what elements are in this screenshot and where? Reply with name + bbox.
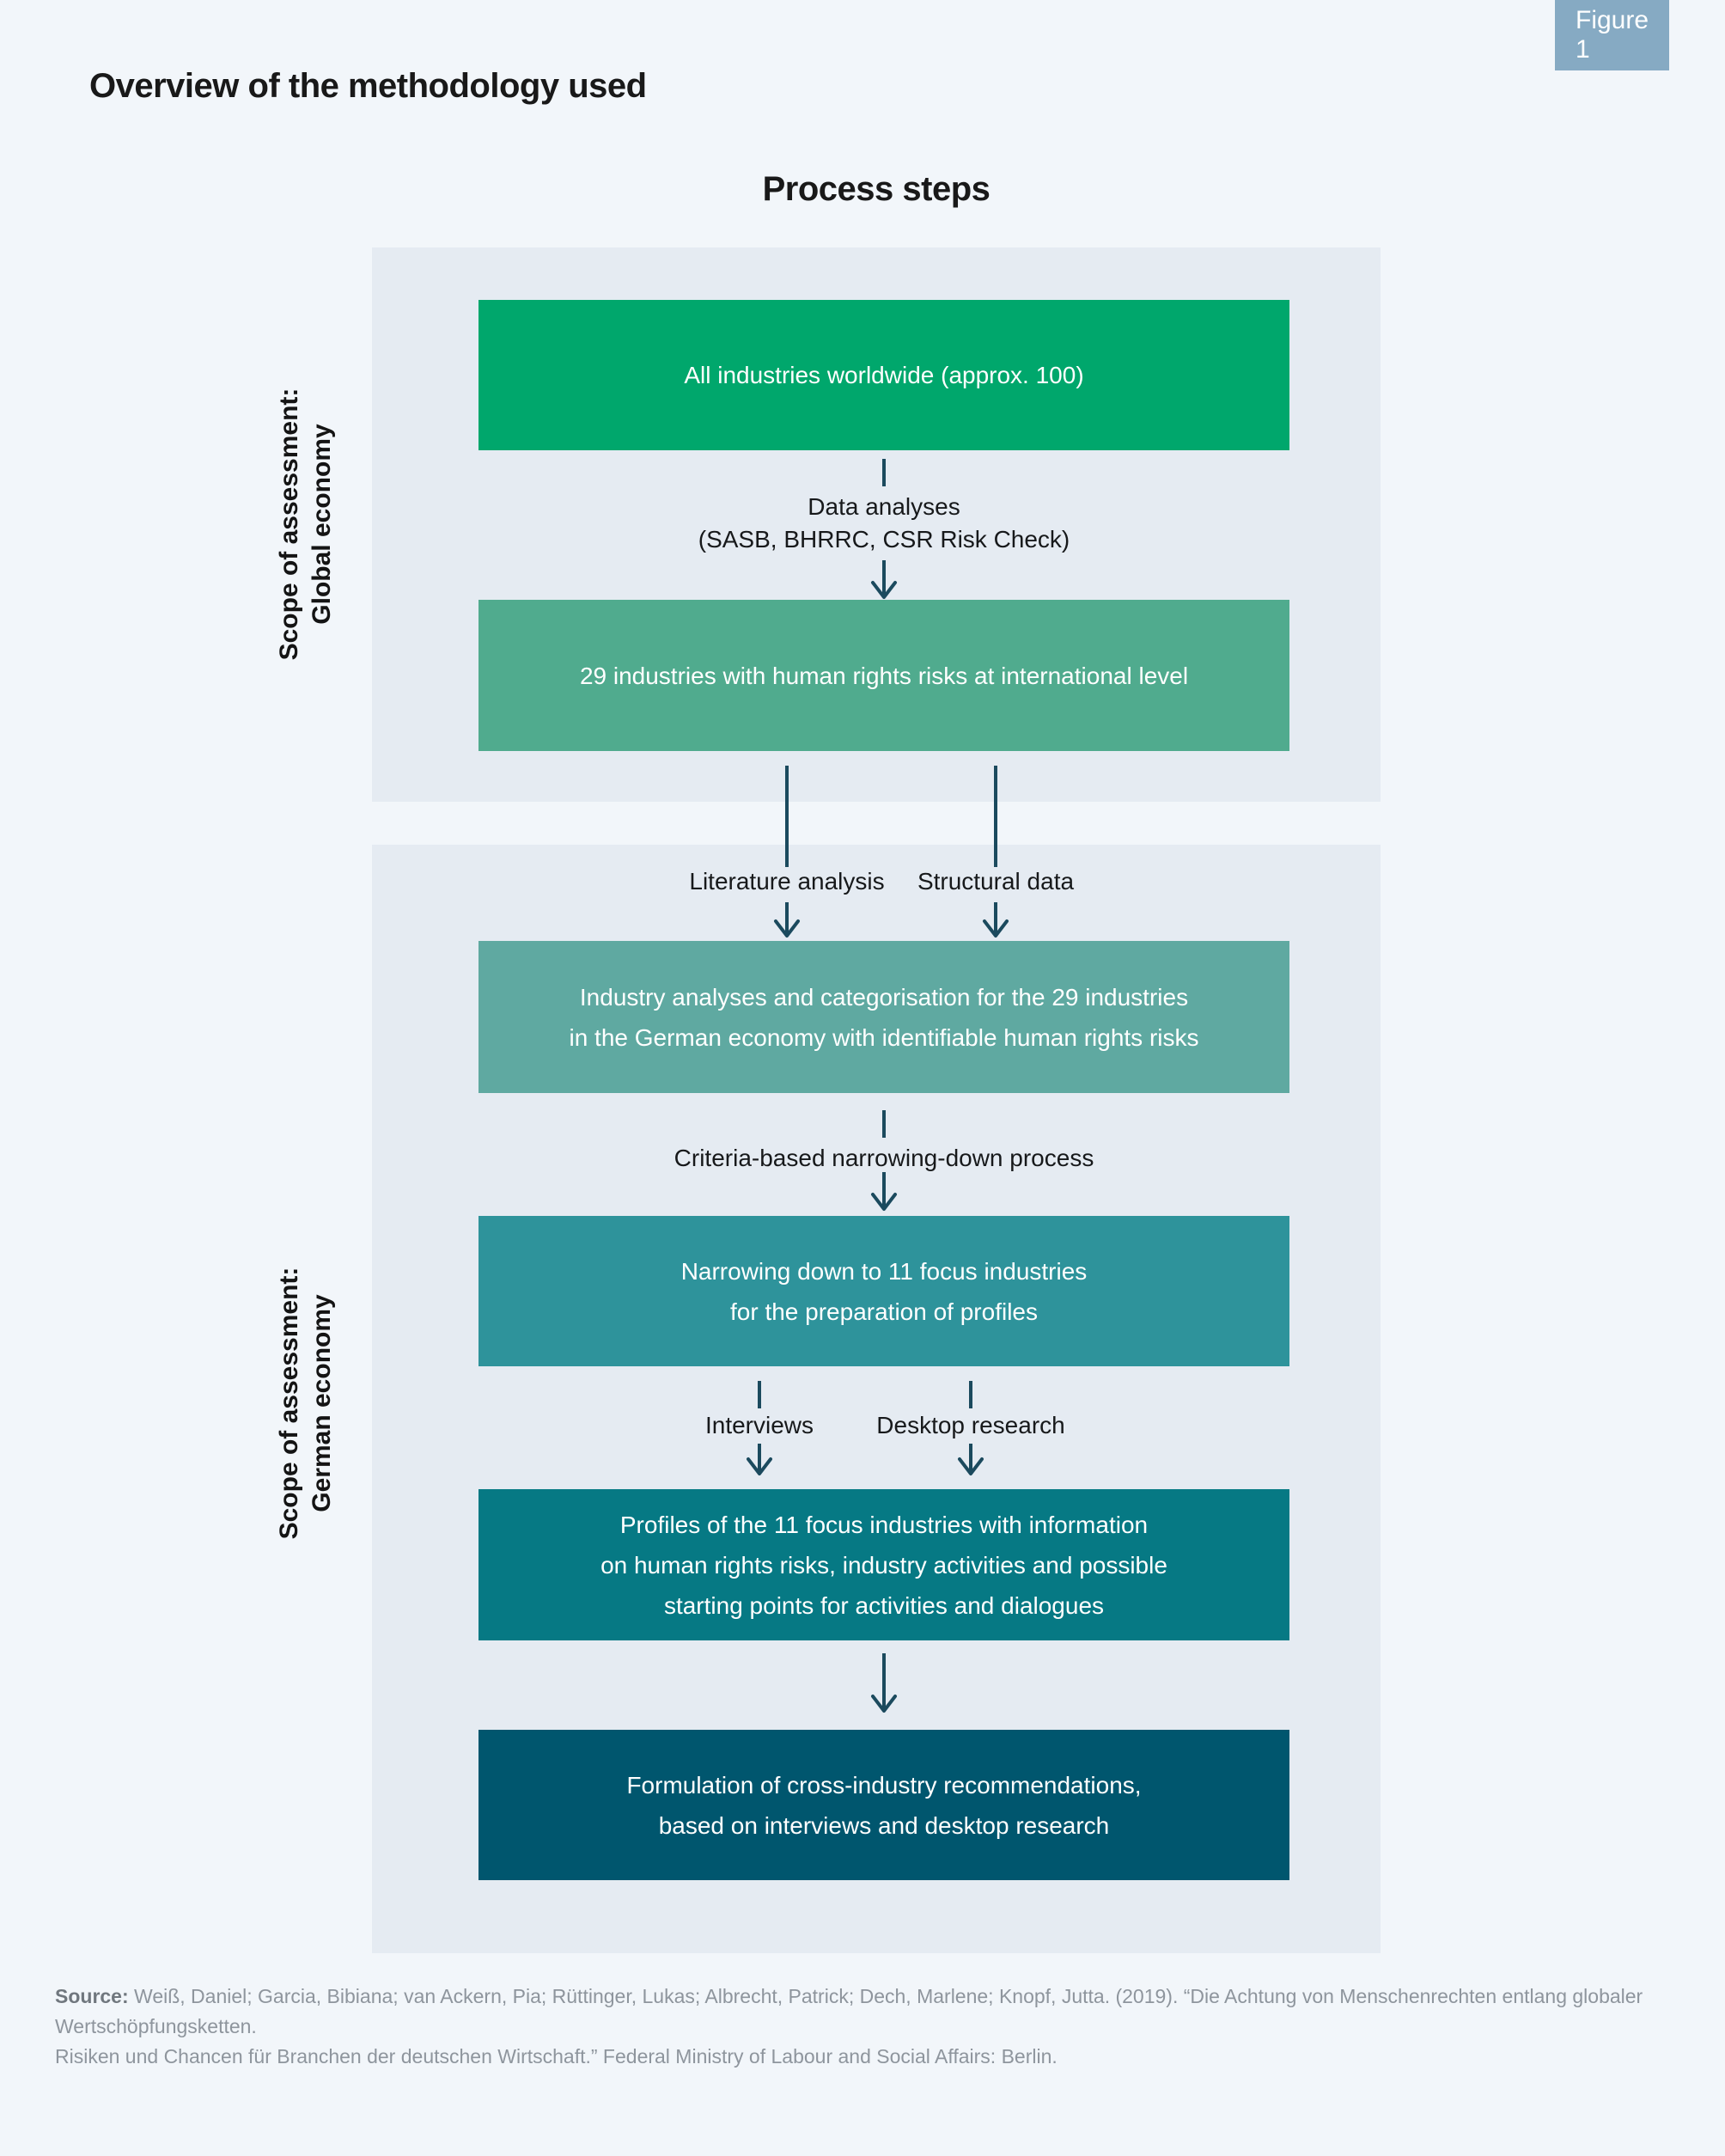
box-text-line: Formulation of cross-industry recommenda… xyxy=(626,1771,1142,1799)
box-text-line: for the preparation of profiles xyxy=(730,1298,1038,1325)
source-text-line: Risiken und Chancen für Branchen der deu… xyxy=(55,2045,1058,2067)
page-title: Overview of the methodology used xyxy=(89,67,647,105)
process-box-all-industries: All industries worldwide (approx. 100) xyxy=(478,300,1289,450)
connector-label-data-analyses-detail: (SASB, BHRRC, CSR Risk Check) xyxy=(698,526,1070,553)
diagram-heading: Process steps xyxy=(762,170,991,208)
panel-label-line: Global economy xyxy=(308,424,336,625)
connector-line xyxy=(785,766,789,867)
panel-label-line: Scope of assessment: xyxy=(275,388,303,661)
arrow-down-icon xyxy=(747,1444,772,1475)
source-text-line: Weiß, Daniel; Garcia, Bibiana; van Acker… xyxy=(55,1985,1643,2037)
connector-line xyxy=(994,766,997,867)
process-box-narrowing-down: Narrowing down to 11 focus industries fo… xyxy=(478,1216,1289,1366)
source-note: Source: Weiß, Daniel; Garcia, Bibiana; v… xyxy=(55,1982,1679,2072)
panel-label-german-economy: Scope of assessment: German economy xyxy=(273,1267,338,1540)
box-text-line: based on interviews and desktop research xyxy=(658,1811,1110,1839)
connector-label-criteria: Criteria-based narrowing-down process xyxy=(674,1145,1094,1171)
connector-line xyxy=(969,1381,972,1408)
arrow-down-icon xyxy=(983,902,1009,938)
figure-number-badge: Figure 1 xyxy=(1555,0,1669,70)
arrow-down-icon xyxy=(871,1172,897,1211)
box-text-line: Narrowing down to 11 focus industries xyxy=(680,1257,1088,1285)
box-text-line: All industries worldwide (approx. 100) xyxy=(684,362,1084,388)
connector-line xyxy=(882,1110,886,1138)
process-box-29-industries: 29 industries with human rights risks at… xyxy=(478,600,1289,751)
connector-line xyxy=(882,459,886,486)
source-label: Source: xyxy=(55,1985,129,2007)
box-text-line: in the German economy with identifiable … xyxy=(569,1023,1199,1051)
box-text-line: 29 industries with human rights risks at… xyxy=(579,662,1189,689)
box-text-line: Profiles of the 11 focus industries with… xyxy=(619,1511,1149,1538)
connector-label-literature-analysis: Literature analysis xyxy=(689,868,885,895)
box-text-line: Industry analyses and categorisation for… xyxy=(579,983,1189,1011)
process-box-recommendations: Formulation of cross-industry recommenda… xyxy=(478,1730,1289,1880)
arrow-down-icon xyxy=(871,1653,897,1713)
box-text-line: on human rights risks, industry activiti… xyxy=(600,1551,1167,1579)
connector-label-interviews: Interviews xyxy=(704,1412,814,1438)
connector-line xyxy=(758,1381,761,1408)
figure-number-label: Figure 1 xyxy=(1576,6,1649,64)
process-box-profiles: Profiles of the 11 focus industries with… xyxy=(478,1489,1289,1640)
panel-label-line: German economy xyxy=(308,1294,336,1512)
arrow-down-icon xyxy=(774,902,800,938)
connector-label-data-analyses: Data analyses xyxy=(808,493,960,520)
box-text-line: starting points for activities and dialo… xyxy=(663,1591,1105,1619)
connector-label-structural-data: Structural data xyxy=(917,868,1075,895)
connector-label-desktop-research: Desktop research xyxy=(876,1412,1065,1438)
process-box-industry-analyses: Industry analyses and categorisation for… xyxy=(478,941,1289,1093)
arrow-down-icon xyxy=(958,1444,984,1475)
panel-label-line: Scope of assessment: xyxy=(275,1267,303,1540)
panel-label-global-economy: Scope of assessment: Global economy xyxy=(273,388,338,661)
arrow-down-icon xyxy=(871,560,897,599)
